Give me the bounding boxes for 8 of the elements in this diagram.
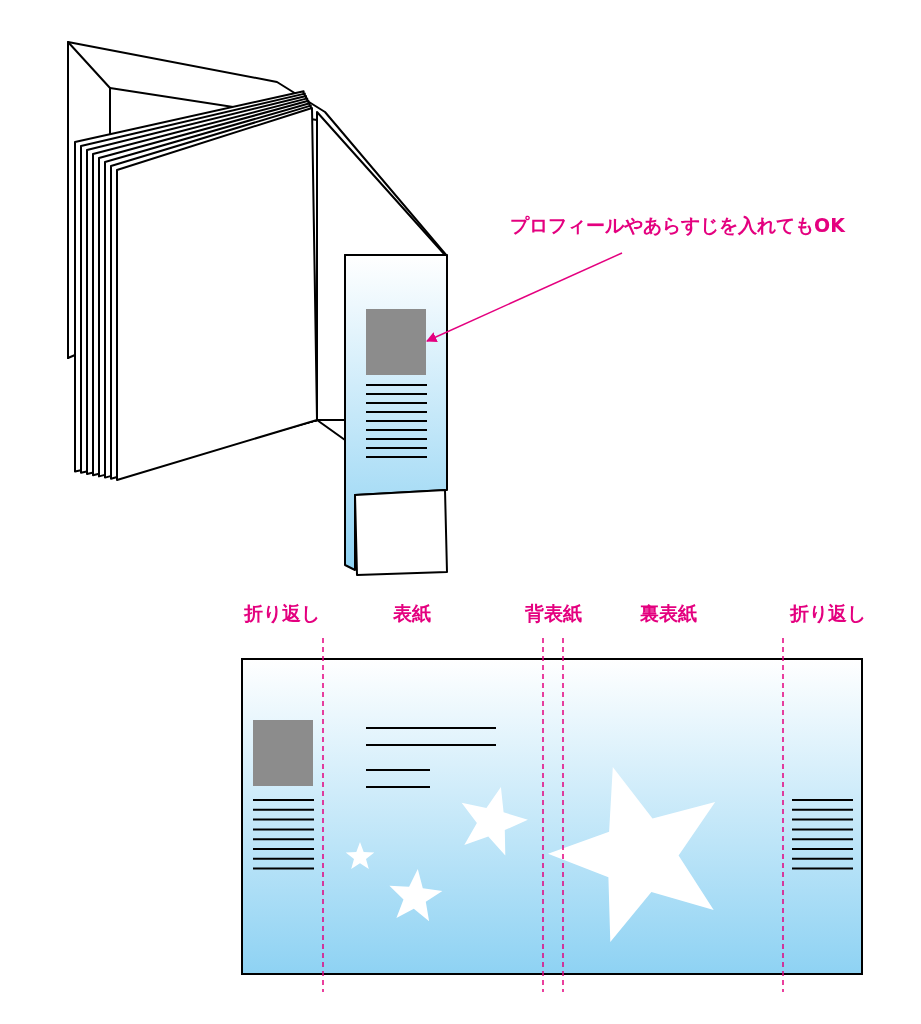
section-label: 背表紙 xyxy=(524,601,582,626)
section-label: 折り返し xyxy=(790,601,866,626)
section-label: 表紙 xyxy=(393,601,431,626)
section-label: 折り返し xyxy=(244,601,320,626)
leader-arrow xyxy=(426,252,623,342)
photo-placeholder xyxy=(366,309,426,375)
section-label: 裏表紙 xyxy=(639,601,697,626)
callout-text: プロフィールやあらすじを入れてもOK xyxy=(510,213,845,239)
